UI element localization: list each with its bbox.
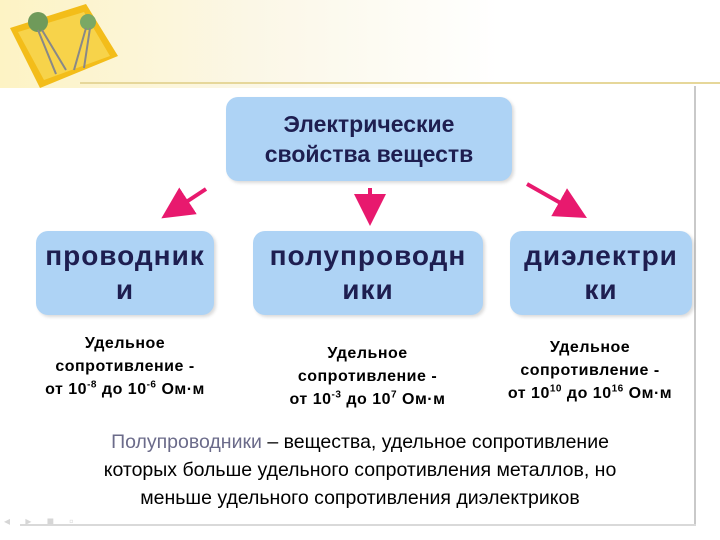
dielectrics-resistivity: Удельное сопротивление - от 1010 до 1016… bbox=[484, 336, 696, 405]
range-unit: Ом·м bbox=[397, 391, 446, 408]
category-label-line-1: проводник bbox=[45, 240, 205, 271]
range-exponent-from: -3 bbox=[331, 389, 342, 401]
range-exponent-from: -8 bbox=[87, 379, 97, 391]
header-band bbox=[0, 0, 720, 88]
arrow-to-conductors bbox=[161, 187, 208, 219]
range-prefix: от 10 bbox=[507, 385, 550, 402]
category-conductors: проводник и bbox=[36, 231, 214, 315]
category-dielectrics: диэлектри ки bbox=[510, 231, 692, 315]
range-exponent-from: 10 bbox=[549, 383, 562, 395]
category-semiconductors: полупроводн ики bbox=[253, 231, 483, 315]
range-exponent-to: 7 bbox=[391, 389, 398, 401]
range-middle: до 10 bbox=[341, 391, 392, 408]
desc-range: от 1010 до 1016 Ом·м bbox=[484, 382, 696, 405]
semiconductors-resistivity: Удельное сопротивление - от 10-3 до 107 … bbox=[255, 342, 480, 411]
transistor-logo-icon bbox=[10, 4, 118, 88]
desc-line-1: Удельное bbox=[327, 345, 408, 362]
category-label-line-2: и bbox=[115, 274, 135, 305]
definition-line-1: Полупроводники – вещества, удельное сопр… bbox=[24, 428, 696, 456]
desc-line-1: Удельное bbox=[84, 335, 166, 352]
range-middle: до 10 bbox=[96, 381, 147, 398]
range-exponent-to: -6 bbox=[146, 379, 157, 391]
definition-line-2: которых больше удельного сопротивления м… bbox=[103, 459, 617, 481]
right-divider bbox=[694, 86, 696, 526]
title-line-1: Электрические bbox=[283, 111, 455, 137]
range-prefix: от 10 bbox=[45, 381, 88, 398]
range-middle: до 10 bbox=[561, 385, 612, 402]
arrow-to-dielectrics bbox=[526, 182, 587, 218]
conductors-resistivity: Удельное сопротивление - от 10-8 до 10-6… bbox=[20, 332, 230, 401]
semiconductor-definition: Полупроводники – вещества, удельное сопр… bbox=[24, 428, 696, 512]
category-label-line-1: полупроводн bbox=[269, 240, 467, 271]
title-line-2: свойства веществ bbox=[264, 141, 474, 167]
desc-range: от 10-3 до 107 Ом·м bbox=[255, 388, 480, 411]
desc-line-2: сопротивление - bbox=[55, 358, 195, 375]
desc-line-2: сопротивление - bbox=[520, 362, 660, 379]
category-label-line-1: диэлектри bbox=[524, 240, 678, 271]
definition-rest: – вещества, удельное сопротивление bbox=[261, 431, 609, 453]
category-label-line-2: ики bbox=[342, 274, 394, 305]
footer-divider bbox=[20, 524, 696, 526]
desc-range: от 10-8 до 10-6 Ом·м bbox=[20, 378, 230, 401]
range-exponent-to: 16 bbox=[611, 383, 624, 395]
definition-line-3: меньше удельного сопротивления диэлектри… bbox=[140, 487, 580, 509]
range-unit: Ом·м bbox=[156, 381, 205, 398]
definition-term: Полупроводники bbox=[111, 431, 262, 453]
header-divider bbox=[80, 82, 720, 84]
range-prefix: от 10 bbox=[289, 391, 332, 408]
desc-line-1: Удельное bbox=[549, 339, 631, 356]
slide-nav-icons: ◂ ▸ ■ ▫ bbox=[4, 514, 80, 528]
range-unit: Ом·м bbox=[623, 385, 673, 402]
title-box: Электрические свойства веществ bbox=[226, 97, 512, 181]
category-label-line-2: ки bbox=[584, 274, 618, 305]
desc-line-2: сопротивление - bbox=[297, 368, 438, 385]
